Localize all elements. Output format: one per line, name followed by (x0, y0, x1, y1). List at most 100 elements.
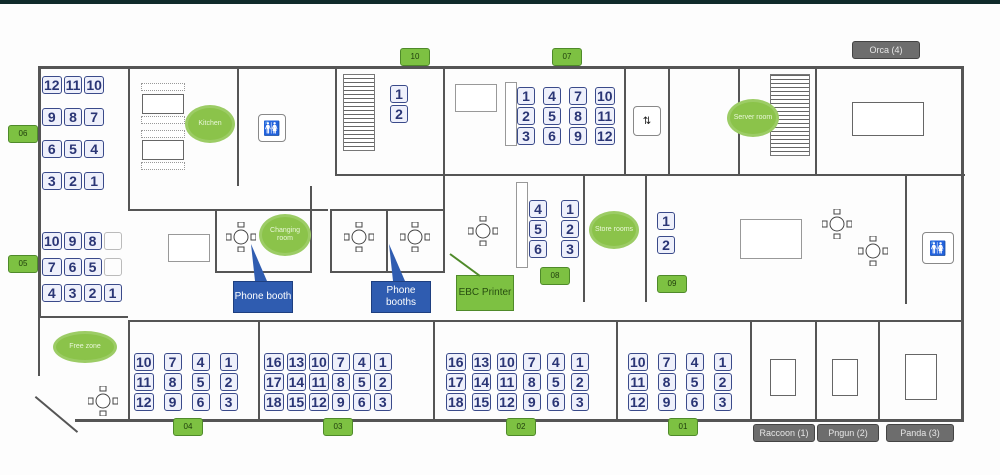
desk-01-2[interactable]: 2 (713, 373, 732, 391)
desk-04-7[interactable]: 7 (163, 353, 182, 371)
desk-02-8[interactable]: 8 (522, 373, 541, 391)
desk-06-12[interactable]: 12 (42, 76, 62, 94)
desk-02-2[interactable]: 2 (570, 373, 589, 391)
desk-03-14[interactable]: 14 (286, 373, 307, 391)
desk-03-15[interactable]: 15 (286, 393, 307, 411)
desk-09-1[interactable]: 1 (657, 212, 675, 230)
room-tag-raccoon[interactable]: Raccoon (1) (753, 424, 815, 442)
desk-10-2[interactable]: 2 (390, 105, 408, 123)
desk-08-1[interactable]: 1 (561, 200, 579, 218)
desk-01-9[interactable]: 9 (657, 393, 676, 411)
desk-03-2[interactable]: 2 (373, 373, 392, 391)
desk-07-5[interactable]: 5 (543, 107, 561, 125)
zone-tag-06[interactable]: 06 (8, 125, 38, 143)
desk-03-10[interactable]: 10 (309, 353, 329, 371)
desk-03-1[interactable]: 1 (373, 353, 392, 371)
desk-07-8[interactable]: 8 (569, 107, 587, 125)
desk-03-16[interactable]: 16 (264, 353, 284, 371)
desk-07-3[interactable]: 3 (517, 127, 535, 145)
desk-06-3[interactable]: 3 (42, 172, 62, 190)
desk-05-3[interactable]: 3 (63, 284, 82, 302)
zone-tag-01[interactable]: 01 (668, 418, 698, 436)
zone-tag-03[interactable]: 03 (323, 418, 353, 436)
desk-04-8[interactable]: 8 (163, 373, 182, 391)
desk-07-12[interactable]: 12 (595, 127, 615, 145)
desk-05-5[interactable]: 5 (83, 258, 102, 276)
desk-04-6[interactable]: 6 (191, 393, 210, 411)
desk-03-8[interactable]: 8 (331, 373, 350, 391)
desk-06-4[interactable]: 4 (84, 140, 104, 158)
desk-06-2[interactable]: 2 (63, 172, 83, 190)
room-tag-panda[interactable]: Panda (3) (886, 424, 954, 442)
desk-01-3[interactable]: 3 (713, 393, 732, 411)
desk-02-4[interactable]: 4 (546, 353, 565, 371)
desk-03-3[interactable]: 3 (373, 393, 392, 411)
zone-tag-05[interactable]: 05 (8, 255, 38, 273)
zone-tag-08[interactable]: 08 (540, 267, 570, 285)
room-tag-pngun[interactable]: Pngun (2) (817, 424, 879, 442)
desk-06-11[interactable]: 11 (63, 76, 83, 94)
desk-03-6[interactable]: 6 (352, 393, 371, 411)
desk-01-6[interactable]: 6 (685, 393, 704, 411)
desk-03-9[interactable]: 9 (331, 393, 350, 411)
desk-06-9[interactable]: 9 (42, 108, 62, 126)
desk-06-6[interactable]: 6 (42, 140, 62, 158)
desk-06-5[interactable]: 5 (63, 140, 83, 158)
desk-06-8[interactable]: 8 (63, 108, 83, 126)
desk-08-2[interactable]: 2 (561, 220, 579, 238)
desk-04-1[interactable]: 1 (219, 353, 238, 371)
room-tag-orca[interactable]: Orca (4) (852, 41, 920, 59)
desk-02-16[interactable]: 16 (446, 353, 466, 371)
desk-07-9[interactable]: 9 (569, 127, 587, 145)
desk-02-7[interactable]: 7 (522, 353, 541, 371)
desk-07-11[interactable]: 11 (595, 107, 615, 125)
desk-05-4[interactable]: 4 (42, 284, 62, 302)
desk-10-1[interactable]: 1 (390, 85, 408, 103)
desk-01-12[interactable]: 12 (628, 393, 648, 411)
desk-05-9[interactable]: 9 (63, 232, 82, 250)
desk-02-1[interactable]: 1 (570, 353, 589, 371)
zone-tag-04[interactable]: 04 (173, 418, 203, 436)
desk-02-3[interactable]: 3 (570, 393, 589, 411)
zone-tag-10[interactable]: 10 (400, 48, 430, 66)
desk-02-13[interactable]: 13 (471, 353, 492, 371)
desk-02-11[interactable]: 11 (497, 373, 517, 391)
desk-01-11[interactable]: 11 (628, 373, 648, 391)
zone-tag-09[interactable]: 09 (657, 275, 687, 293)
desk-02-14[interactable]: 14 (471, 373, 492, 391)
desk-02-18[interactable]: 18 (446, 393, 466, 411)
desk-03-17[interactable]: 17 (264, 373, 284, 391)
desk-03-18[interactable]: 18 (264, 393, 284, 411)
desk-05-6[interactable]: 6 (63, 258, 82, 276)
desk-04-10[interactable]: 10 (134, 353, 154, 371)
desk-02-10[interactable]: 10 (497, 353, 517, 371)
desk-04-2[interactable]: 2 (219, 373, 238, 391)
desk-01-8[interactable]: 8 (657, 373, 676, 391)
desk-01-4[interactable]: 4 (685, 353, 704, 371)
desk-07-10[interactable]: 10 (595, 87, 615, 105)
zone-tag-02[interactable]: 02 (506, 418, 536, 436)
desk-03-11[interactable]: 11 (309, 373, 329, 391)
desk-07-7[interactable]: 7 (569, 87, 587, 105)
desk-01-1[interactable]: 1 (713, 353, 732, 371)
desk-01-7[interactable]: 7 (657, 353, 676, 371)
desk-08-4[interactable]: 4 (529, 200, 547, 218)
desk-03-4[interactable]: 4 (352, 353, 371, 371)
desk-04-4[interactable]: 4 (191, 353, 210, 371)
desk-08-5[interactable]: 5 (529, 220, 547, 238)
desk-03-12[interactable]: 12 (309, 393, 329, 411)
desk-03-13[interactable]: 13 (286, 353, 307, 371)
desk-03-5[interactable]: 5 (352, 373, 371, 391)
desk-07-6[interactable]: 6 (543, 127, 561, 145)
desk-02-9[interactable]: 9 (522, 393, 541, 411)
zone-tag-07[interactable]: 07 (552, 48, 582, 66)
desk-08-3[interactable]: 3 (561, 240, 579, 258)
desk-04-3[interactable]: 3 (219, 393, 238, 411)
desk-05-8[interactable]: 8 (83, 232, 102, 250)
desk-05-1[interactable]: 1 (103, 284, 122, 302)
desk-02-17[interactable]: 17 (446, 373, 466, 391)
desk-09-2[interactable]: 2 (657, 236, 675, 254)
desk-05-7[interactable]: 7 (42, 258, 62, 276)
desk-04-9[interactable]: 9 (163, 393, 182, 411)
desk-06-1[interactable]: 1 (84, 172, 104, 190)
